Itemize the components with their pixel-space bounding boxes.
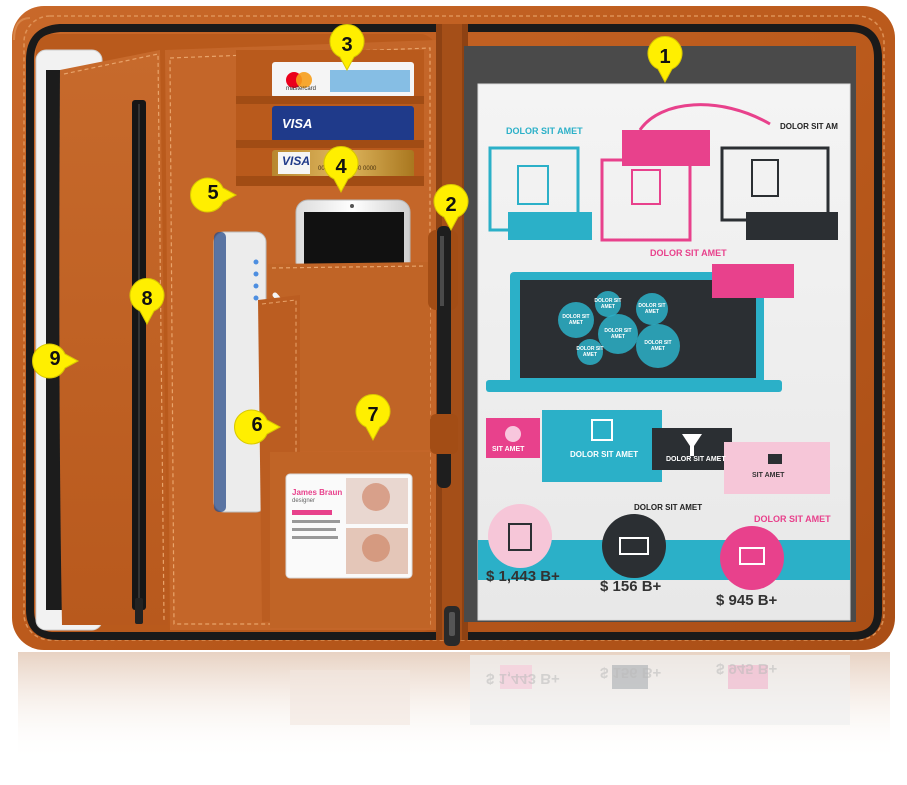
- doc-label-bottom-right: DOLOR SIT AMET: [754, 514, 831, 524]
- doc-label-sit-amet-left: SIT AMET: [492, 446, 525, 453]
- visa-card-1: VISA: [282, 116, 313, 131]
- smartphone: [295, 199, 411, 275]
- business-card-role: designer: [292, 498, 316, 504]
- price-reflection-2: $ 156 B+: [600, 664, 662, 681]
- doc-label-dark-box: DOLOR SIT AMET: [666, 456, 726, 463]
- callout-marker-6: 6: [234, 409, 282, 445]
- mastercard-card: mastercard: [286, 86, 317, 92]
- callout-number: 8: [141, 288, 153, 310]
- callout-marker-8: 8: [129, 278, 165, 326]
- price-reflection-1: $ 1,443 B+: [486, 670, 560, 687]
- callout-number: 3: [341, 34, 353, 56]
- price-1: $ 1,443 B+: [486, 568, 560, 585]
- business-card-window: [270, 452, 430, 628]
- notepad-document: [464, 46, 856, 622]
- screen-bubble-label: DOLOR SIT AMET: [604, 328, 632, 340]
- callout-marker-3: 3: [329, 24, 365, 72]
- laptop-screen-bubbles: [558, 291, 680, 368]
- callout-number: 7: [367, 404, 379, 426]
- callout-number: 9: [49, 348, 61, 370]
- tablet-sleeve: [59, 50, 169, 625]
- doc-label-top-left: DOLOR SIT AMET: [506, 126, 583, 136]
- callout-number: 6: [251, 414, 263, 436]
- screen-bubble-label: DOLOR SIT AMET: [594, 298, 622, 310]
- callout-number: 4: [335, 156, 347, 178]
- power-bank: [213, 231, 267, 513]
- pen: [428, 226, 458, 488]
- price-3: $ 945 B+: [716, 592, 778, 609]
- floor-reflection: [18, 652, 890, 762]
- screen-bubble-label: DOLOR SIT AMET: [644, 340, 672, 352]
- callout-marker-9: 9: [32, 343, 80, 379]
- price-reflection-3: $ 945 B+: [716, 660, 778, 677]
- callout-marker-4: 4: [323, 146, 359, 194]
- callout-marker-7: 7: [355, 394, 391, 442]
- callout-number: 2: [445, 194, 457, 216]
- doc-label-bottom-mid: DOLOR SIT AMET: [634, 503, 703, 512]
- screen-bubble-label: DOLOR SIT AMET: [638, 303, 666, 315]
- callout-marker-5: 5: [190, 177, 238, 213]
- screen-bubble-label: DOLOR SIT AMET: [576, 346, 604, 358]
- screen-bubble-label: DOLOR SIT AMET: [562, 314, 590, 326]
- doc-label-mid: DOLOR SIT AMET: [650, 248, 727, 258]
- price-2: $ 156 B+: [600, 578, 662, 595]
- callout-number: 1: [659, 46, 671, 68]
- business-card-name: James Braun: [292, 488, 343, 497]
- zipper-left: [26, 24, 456, 640]
- phone-pocket: [268, 262, 430, 452]
- doc-label-teal-box: DOLOR SIT AMET: [570, 450, 639, 459]
- callout-marker-1: 1: [647, 36, 683, 84]
- callout-marker-2: 2: [433, 184, 469, 232]
- visa-card-2: VISA: [282, 154, 311, 168]
- zipper-right: [452, 24, 882, 640]
- zipper-pull: [444, 606, 460, 646]
- callout-number: 5: [207, 182, 219, 204]
- doc-label-top-right: DOLOR SIT AM: [780, 122, 838, 131]
- zip-pocket: [132, 100, 146, 624]
- doc-label-sit-amet-pink: SIT AMET: [752, 472, 785, 479]
